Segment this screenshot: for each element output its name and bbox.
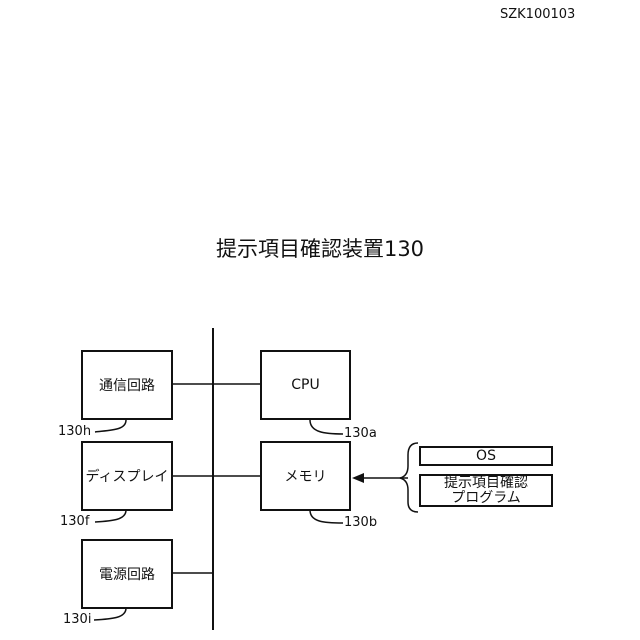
curly-brace [400,443,418,512]
program-label-line2: プログラム [451,491,521,506]
power-circuit-label: 電源回路 [99,564,155,584]
display-block: ディスプレイ [81,441,173,511]
comm-circuit-block: 通信回路 [81,350,173,420]
ref-label-130b: 130b [344,515,377,530]
cpu-block: CPU [260,350,351,420]
os-box: OS [419,446,553,466]
leader-130b [310,510,343,523]
os-label: OS [476,448,496,464]
ref-label-130i: 130i [63,612,91,627]
memory-block: メモリ [260,441,351,511]
ref-label-130h: 130h [58,424,91,439]
leader-130a [310,420,343,434]
cpu-label: CPU [291,377,319,393]
leader-130f [95,510,126,522]
power-circuit-block: 電源回路 [81,539,173,609]
program-label-line1: 提示項目確認 [444,476,528,491]
program-box: 提示項目確認 プログラム [419,474,553,507]
leader-130h [95,420,126,432]
display-label: ディスプレイ [85,466,168,486]
ref-label-130f: 130f [60,514,89,529]
comm-circuit-label: 通信回路 [99,375,155,395]
ref-label-130a: 130a [344,426,377,441]
arrow-head-icon [352,473,364,483]
memory-label: メモリ [285,466,327,486]
leader-130i [94,608,126,620]
